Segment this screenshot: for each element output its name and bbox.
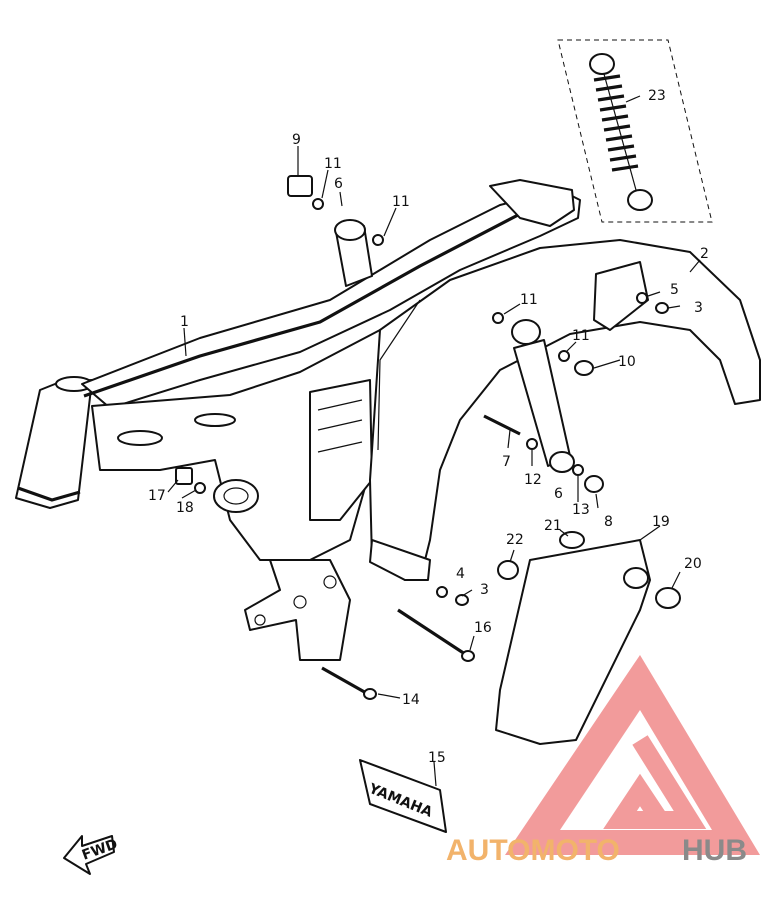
callout-9: 9 xyxy=(292,132,301,148)
yamaha-emblem: YAMAHA xyxy=(359,759,447,833)
side-cover xyxy=(495,539,651,745)
main-frame xyxy=(15,179,581,661)
callout-13: 13 xyxy=(572,502,590,518)
callout-5: 5 xyxy=(670,282,679,298)
callout-19: 19 xyxy=(652,514,670,530)
callout-7: 7 xyxy=(502,454,511,470)
callout-18: 18 xyxy=(176,500,194,516)
callout-11d: 11 xyxy=(572,328,590,344)
rear-shock-absorber xyxy=(511,319,575,473)
hardware xyxy=(175,175,681,700)
callout-12: 12 xyxy=(524,472,542,488)
callout-15: 15 xyxy=(428,750,446,766)
rear-fender xyxy=(369,239,761,581)
callout-17: 17 xyxy=(148,488,166,504)
callout-11b: 11 xyxy=(392,194,410,210)
callout-11a: 11 xyxy=(324,156,342,172)
callout-21: 21 xyxy=(544,518,562,534)
callout-8: 8 xyxy=(604,514,613,530)
callout-2: 2 xyxy=(700,246,709,262)
callout-16: 16 xyxy=(474,620,492,636)
watermark-logo xyxy=(505,655,760,855)
leader-lines xyxy=(167,95,701,787)
callout-3b: 3 xyxy=(480,582,489,598)
callout-6: 6 xyxy=(334,176,343,192)
callout-4: 4 xyxy=(456,566,465,582)
watermark: AUTOMOTO HUB xyxy=(446,655,760,867)
callout-23: 23 xyxy=(648,88,666,104)
callout-3: 3 xyxy=(694,300,703,316)
callout-11c: 11 xyxy=(520,292,538,308)
callout-labels: 1 2 3 3 4 5 6 6 7 8 9 10 11 11 11 11 12 … xyxy=(148,88,709,766)
watermark-text-part2: HUB xyxy=(682,834,747,867)
callout-20: 20 xyxy=(684,556,702,572)
callout-6b: 6 xyxy=(554,486,563,502)
callout-14: 14 xyxy=(402,692,420,708)
callout-10: 10 xyxy=(618,354,636,370)
watermark-text-part1: AUTOMOTO xyxy=(446,834,620,867)
spring-shock-detail xyxy=(557,39,713,223)
callout-1: 1 xyxy=(180,314,189,330)
fwd-arrow: FWD xyxy=(63,835,120,875)
callout-22: 22 xyxy=(506,532,524,548)
